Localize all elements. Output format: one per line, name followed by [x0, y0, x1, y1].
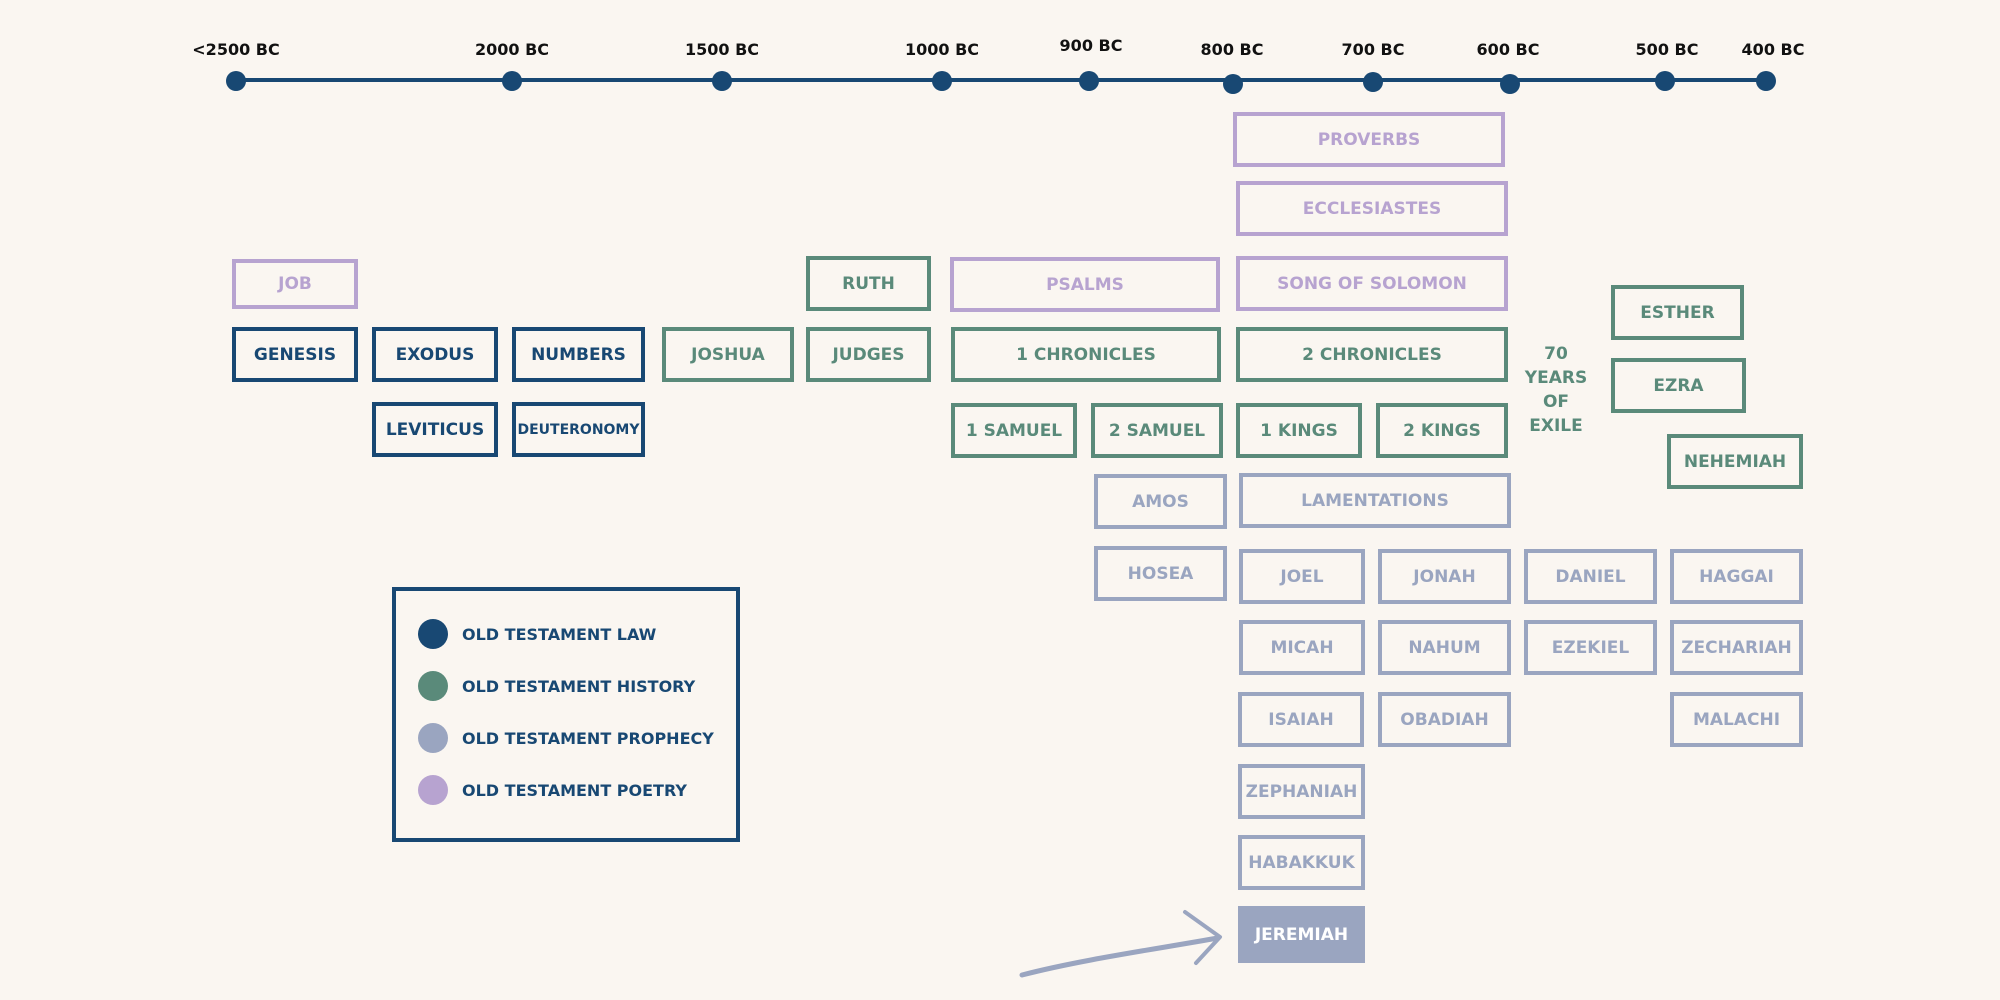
book-lamentations: LAMENTATIONS — [1239, 473, 1511, 528]
book-numbers: NUMBERS — [512, 327, 645, 382]
timeline-dot — [712, 71, 732, 91]
book-daniel: DANIEL — [1524, 549, 1657, 604]
legend-swatch-history — [418, 671, 448, 701]
book-esther: ESTHER — [1611, 285, 1744, 340]
book-1-chronicles: 1 CHRONICLES — [951, 327, 1221, 382]
legend-item-history: OLD TESTAMENT HISTORY — [418, 671, 695, 701]
book-deuteronomy: DEUTERONOMY — [512, 402, 645, 457]
book-song-of-solomon: SONG OF SOLOMON — [1236, 256, 1508, 311]
book-joshua: JOSHUA — [662, 327, 794, 382]
book-haggai: HAGGAI — [1670, 549, 1803, 604]
tick-label: 400 BC — [1741, 40, 1805, 59]
timeline-dot — [502, 71, 522, 91]
book-1-samuel: 1 SAMUEL — [951, 403, 1077, 458]
legend-item-poetry: OLD TESTAMENT POETRY — [418, 775, 687, 805]
exile-line-2: YEARS — [1524, 368, 1588, 388]
book-genesis: GENESIS — [232, 327, 358, 382]
timeline-dot — [932, 71, 952, 91]
book-amos: AMOS — [1094, 474, 1227, 529]
tick-label: 800 BC — [1200, 40, 1264, 59]
tick-label: 1500 BC — [684, 40, 760, 59]
book-obadiah: OBADIAH — [1378, 692, 1511, 747]
tick-label: <2500 BC — [192, 40, 280, 59]
exile-line-1: 70 — [1544, 344, 1568, 364]
book-habakkuk: HABAKKUK — [1238, 835, 1365, 890]
book-2-kings: 2 KINGS — [1376, 403, 1508, 458]
book-nehemiah: NEHEMIAH — [1667, 434, 1803, 489]
legend-label: OLD TESTAMENT POETRY — [462, 780, 687, 800]
book-jonah: JONAH — [1378, 549, 1511, 604]
timeline-dot — [1079, 71, 1099, 91]
legend-label: OLD TESTAMENT HISTORY — [462, 676, 696, 696]
book-2-samuel: 2 SAMUEL — [1091, 403, 1223, 458]
timeline-dot — [1363, 72, 1383, 92]
legend-item-law: OLD TESTAMENT LAW — [418, 619, 656, 649]
book-nahum: NAHUM — [1378, 620, 1511, 675]
book-ruth: RUTH — [806, 256, 931, 311]
book-ecclesiastes: ECCLESIASTES — [1236, 181, 1508, 236]
exile-line-3: OF EXILE — [1529, 392, 1583, 436]
timeline-dot — [1223, 74, 1243, 94]
book-judges: JUDGES — [806, 327, 931, 382]
book-ezekiel: EZEKIEL — [1524, 620, 1657, 675]
book-1-kings: 1 KINGS — [1236, 403, 1362, 458]
timeline-dot — [226, 71, 246, 91]
book-jeremiah: JEREMIAH — [1238, 906, 1365, 963]
tick-label: 2000 BC — [474, 40, 550, 59]
book-ezra: EZRA — [1611, 358, 1746, 413]
timeline-dot — [1756, 71, 1776, 91]
tick-label: 1000 BC — [904, 40, 980, 59]
book-proverbs: PROVERBS — [1233, 112, 1505, 167]
book-zechariah: ZECHARIAH — [1670, 620, 1803, 675]
book-psalms: PSALMS — [950, 257, 1220, 312]
legend-swatch-poetry — [418, 775, 448, 805]
legend-swatch-law — [418, 619, 448, 649]
legend: OLD TESTAMENT LAW OLD TESTAMENT HISTORY … — [392, 587, 740, 842]
book-hosea: HOSEA — [1094, 546, 1227, 601]
timeline-dot — [1655, 71, 1675, 91]
book-zephaniah: ZEPHANIAH — [1238, 764, 1365, 819]
book-micah: MICAH — [1239, 620, 1365, 675]
tick-label: 500 BC — [1635, 40, 1699, 59]
legend-label: OLD TESTAMENT LAW — [462, 624, 657, 644]
tick-label: 700 BC — [1341, 40, 1405, 59]
tick-label: 900 BC — [1059, 36, 1123, 55]
book-isaiah: ISAIAH — [1238, 692, 1364, 747]
timeline-dot — [1500, 74, 1520, 94]
tick-label: 600 BC — [1476, 40, 1540, 59]
book-job: JOB — [232, 259, 358, 309]
book-joel: JOEL — [1239, 549, 1365, 604]
exile-note: 70 YEARS OF EXILE — [1520, 342, 1592, 438]
book-2-chronicles: 2 CHRONICLES — [1236, 327, 1508, 382]
timeline-axis — [235, 78, 1767, 82]
legend-swatch-prophecy — [418, 723, 448, 753]
legend-label: OLD TESTAMENT PROPHECY — [462, 728, 714, 748]
book-malachi: MALACHI — [1670, 692, 1803, 747]
book-leviticus: LEVITICUS — [372, 402, 498, 457]
legend-item-prophecy: OLD TESTAMENT PROPHECY — [418, 723, 714, 753]
book-exodus: EXODUS — [372, 327, 498, 382]
